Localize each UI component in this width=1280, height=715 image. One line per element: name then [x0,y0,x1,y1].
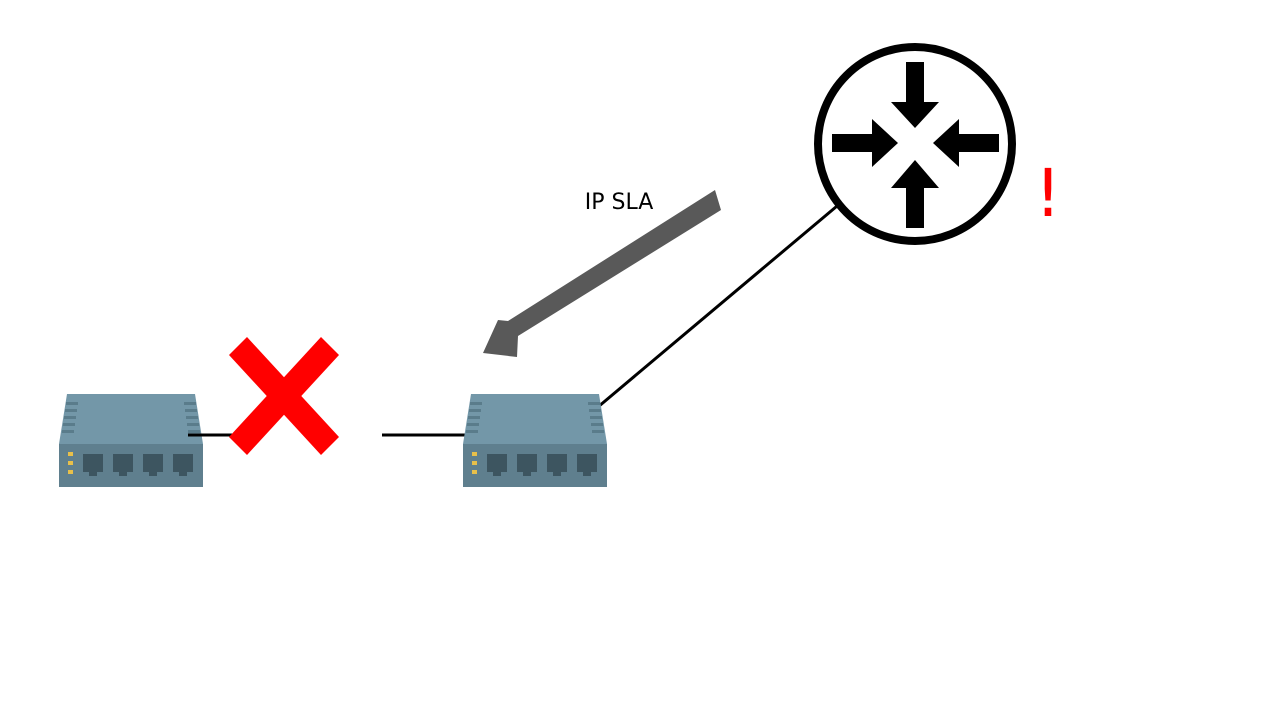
link-switch-router [591,199,844,414]
switch-right[interactable] [463,394,607,487]
network-switch-icon [463,394,607,487]
ip-sla-label: IP SLA [585,190,654,215]
ip-sla-arrow [483,190,721,357]
failure-x-icon [229,337,339,455]
network-switch-icon [59,394,203,487]
router[interactable] [814,43,1016,245]
router-icon [814,43,1016,245]
alert-icon: ! [1035,155,1061,232]
switch-left[interactable] [59,394,203,487]
